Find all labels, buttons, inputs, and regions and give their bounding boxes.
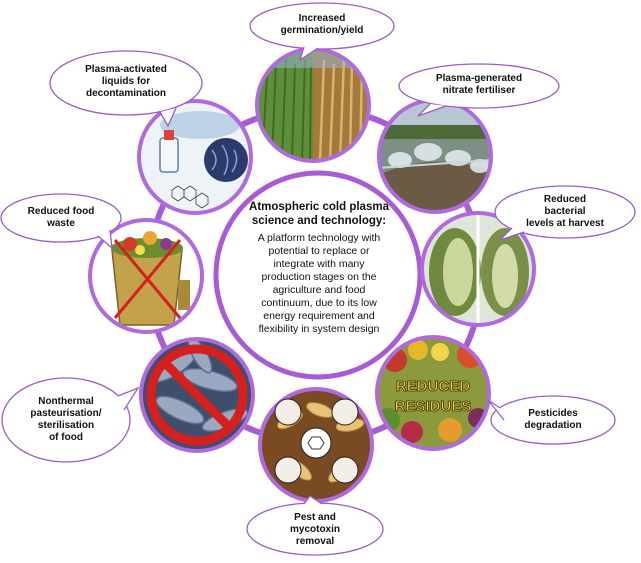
- node-germination-image: [255, 47, 371, 163]
- center-body: A platform technology with potential to …: [257, 232, 381, 335]
- bubble-pest: [246, 495, 384, 556]
- node-liquids-image: [137, 99, 253, 215]
- reduced-residues-stamp-line2: RESIDUES: [395, 398, 472, 415]
- bubble-bacterial: [494, 185, 636, 241]
- node-fertiliser-image: [377, 98, 493, 214]
- bubble-germination: [249, 2, 395, 62]
- reduced-residues-stamp-line1: REDUCED: [396, 378, 470, 395]
- node-pesticides-image: REDUCED RESIDUES: [375, 335, 491, 451]
- node-pest-image: [258, 387, 374, 503]
- bubble-food-waste: [0, 193, 122, 250]
- center-title: Atmospheric cold plasma science and tech…: [249, 201, 389, 227]
- bubble-fertiliser: [398, 63, 560, 117]
- bubble-pasteurisation: [1, 377, 140, 463]
- center-circle: [213, 170, 423, 380]
- bubble-liquids: [49, 50, 203, 128]
- center-text: Atmospheric cold plasma science and tech…: [236, 200, 402, 336]
- bubble-pesticides: [487, 395, 616, 445]
- node-pasteurisation-image: [139, 337, 255, 453]
